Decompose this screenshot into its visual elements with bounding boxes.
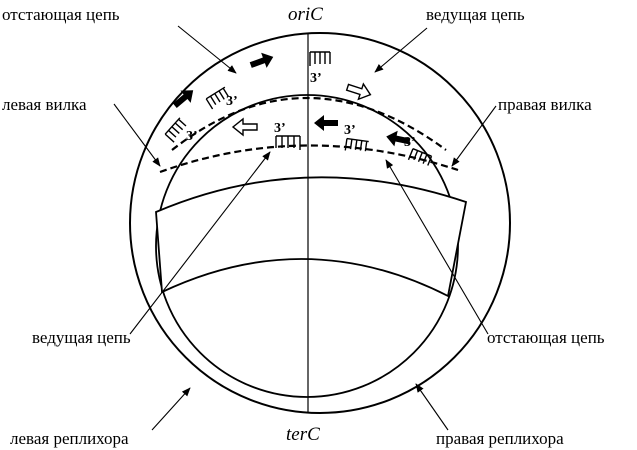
lower-dashed-strand <box>159 144 459 174</box>
label-lagging-strand-bottom-right: отстающая цепь <box>487 328 605 347</box>
filled-arrow-3 <box>314 115 338 131</box>
chromosome-outer-circle <box>129 32 511 414</box>
hollow-arrow-right <box>345 82 372 101</box>
label-leading-strand-top-right: ведущая цепь <box>426 5 525 24</box>
three-prime-label-3: 3’ <box>186 129 198 144</box>
three-prime-label-2: 3’ <box>226 94 238 109</box>
three-prime-label-1: 3’ <box>310 71 322 86</box>
three-prime-label-6: 3’ <box>404 135 416 150</box>
filled-arrow-1 <box>249 52 274 68</box>
pointer-lagging-bottom-right <box>385 159 489 335</box>
three-prime-label-4: 3’ <box>274 121 286 136</box>
pointer-left-fork <box>113 103 161 167</box>
pointer-left-replichore <box>151 387 191 431</box>
primer-comb-lower-center <box>275 135 301 150</box>
terc-label: terC <box>286 424 320 445</box>
pointer-leading-bottom-left <box>129 151 271 335</box>
label-right-replichore: правая реплихора <box>436 429 564 448</box>
label-right-fork: правая вилка <box>498 95 592 114</box>
pointer-right-fork <box>451 105 497 167</box>
primer-comb-lower-right-2 <box>407 148 433 166</box>
primer-comb-lower-right-1 <box>344 137 369 152</box>
primer-comb-upper-left-1 <box>205 86 230 110</box>
label-left-fork: левая вилка <box>2 95 87 114</box>
hollow-arrow-left <box>231 117 258 137</box>
primer-comb-ori-top <box>309 51 331 66</box>
label-leading-strand-bottom-left: ведущая цепь <box>32 328 131 347</box>
label-lagging-strand-top-left: отстающая цепь <box>2 5 120 24</box>
replication-bubble <box>155 176 468 298</box>
primer-comb-upper-left-2 <box>164 117 187 143</box>
oric-label: oriC <box>288 4 323 25</box>
filled-arrow-4 <box>386 130 411 147</box>
label-left-replichore: левая реплихора <box>10 429 129 448</box>
upper-dashed-strand <box>171 96 447 151</box>
three-prime-label-5: 3’ <box>344 123 356 138</box>
filled-arrow-2 <box>172 90 194 109</box>
pointer-right-replichore <box>415 383 449 431</box>
pointer-lagging-top-left <box>177 25 237 74</box>
pointer-leading-top-right <box>374 27 428 73</box>
